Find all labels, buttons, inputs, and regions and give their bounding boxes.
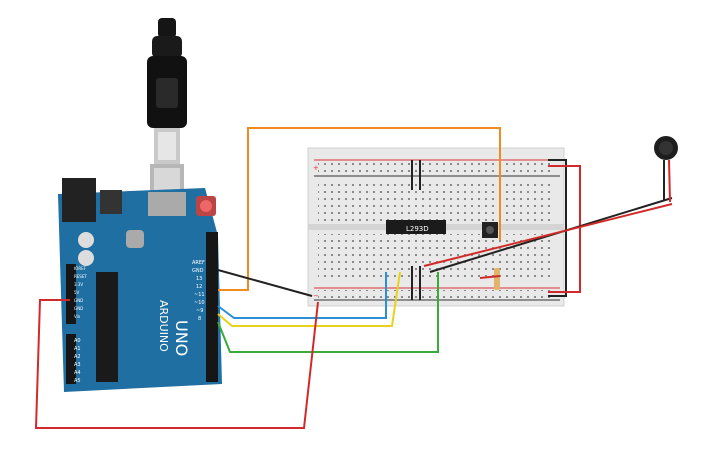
wire-yellow[interactable] [217,271,401,327]
pin-label: 5V [74,290,80,295]
atmega-chip [96,272,118,382]
usb-cable-icon[interactable] [147,18,187,216]
digital-header [206,232,218,382]
pin-label: RESET [74,274,87,279]
pin-label: A5 [74,378,81,384]
pin-label: ~11 [194,292,205,298]
model-label: UNO [172,320,191,356]
pin-label: 12 [196,284,202,290]
pin-label: GND [74,298,83,303]
rail-plus-label: + [313,164,319,172]
wire-orange[interactable] [218,127,501,291]
pin-label: ~10 [194,300,205,306]
rail-minus-label: − [313,292,319,300]
pin-label: Vin [74,314,81,319]
ic-label: L293D [406,225,429,233]
pin-label: A4 [74,370,81,376]
wire-black-rail[interactable] [548,159,567,297]
wire-green[interactable] [217,272,439,353]
pin-label: GND [74,306,83,311]
reset-button-cap[interactable] [200,200,212,212]
pin-label: A2 [74,354,81,360]
wire-red-5v[interactable] [34,299,319,429]
wire-motor-red[interactable] [423,203,673,267]
breadboard[interactable]: + − L293D [307,147,565,307]
pin-label: 3.3V [74,282,83,287]
power-jack [62,178,96,222]
brand-label: ARDUINO [157,300,170,352]
ic-chip[interactable] [386,220,446,234]
arduino-board[interactable]: ARDUINO UNO AREF GND 13 12 ~11 ~10 ~9 8 … [58,178,222,392]
analog-header [66,334,76,384]
wire-blue[interactable] [217,272,387,319]
pin-label: 13 [196,276,202,282]
pin-label: A0 [74,338,81,344]
pin-label: A1 [74,346,81,352]
wire-black-gnd[interactable] [217,269,313,297]
pin-label: IOREF [74,266,87,271]
motor-icon[interactable] [654,136,678,203]
pin-label: A3 [74,362,81,368]
power-header [66,264,76,324]
wire-red-rail[interactable] [548,165,581,293]
resistor[interactable] [494,268,500,290]
pin-label: 8 [198,316,201,322]
pin-label: GND [192,268,204,274]
pin-label: AREF [192,260,205,266]
usb-socket [148,192,186,216]
pin-label: ~9 [196,308,203,314]
